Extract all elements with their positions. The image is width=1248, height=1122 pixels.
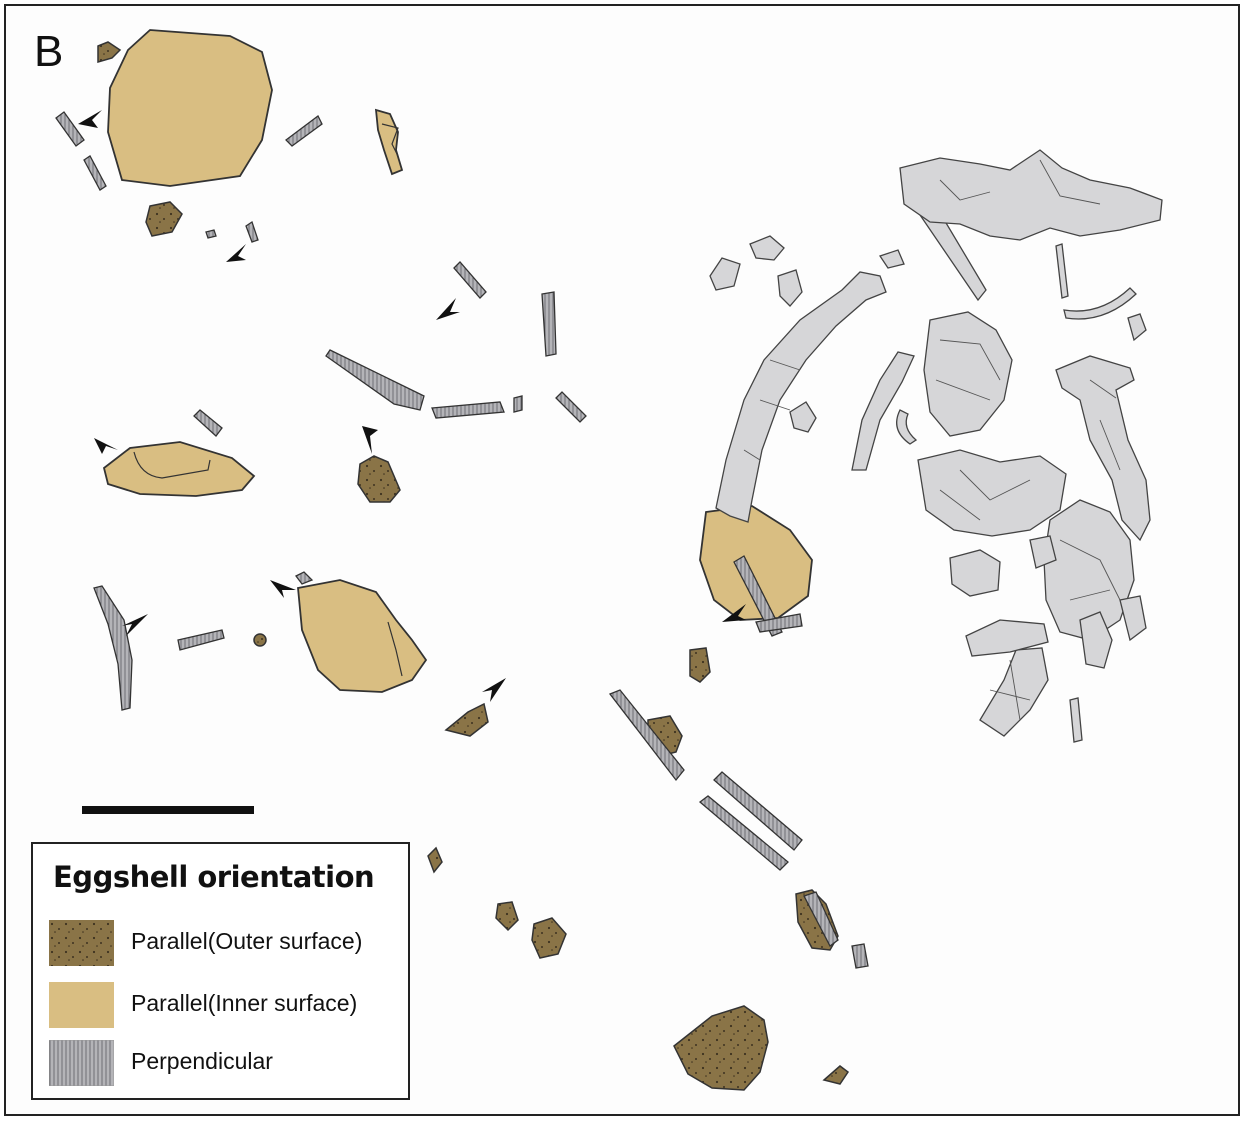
frag-b3 xyxy=(777,269,803,307)
frag-b10 xyxy=(1029,535,1057,569)
inner-fragment-small-top xyxy=(374,108,404,176)
perp-4 xyxy=(205,229,217,239)
vertebral-mass-1 xyxy=(923,311,1013,437)
frag-b8 xyxy=(1079,611,1113,669)
vertebral-mass-2 xyxy=(917,449,1067,537)
arrowhead-5 xyxy=(362,426,378,454)
inner-surface-swatch xyxy=(49,982,114,1028)
outer-fragment-8 xyxy=(427,846,443,874)
scale-bar xyxy=(82,806,254,814)
perp-12 xyxy=(193,409,223,437)
perp-16 xyxy=(608,689,685,782)
legend: Eggshell orientation Parallel(Outer surf… xyxy=(31,842,410,1100)
foot-block xyxy=(965,619,1049,657)
panel-label: B xyxy=(34,27,64,76)
frag-b9 xyxy=(1119,595,1147,642)
outer-fragment-13 xyxy=(822,1065,850,1085)
perp-8 xyxy=(325,349,425,411)
perp-3 xyxy=(285,115,323,147)
arrowhead-7 xyxy=(122,614,148,636)
perp-7 xyxy=(541,291,557,357)
skeleton xyxy=(709,149,1163,743)
outer-fragment-12 xyxy=(673,1005,769,1091)
outer-fragment-3 xyxy=(357,455,401,503)
skeleton-detail-lines xyxy=(743,159,1121,721)
arrowhead-4 xyxy=(94,438,118,454)
inner-surface-fragments xyxy=(102,29,813,693)
perp-11 xyxy=(555,391,587,423)
outer-surface-fragments xyxy=(97,41,850,1091)
frag-b1 xyxy=(709,257,741,291)
outer-fragment-9 xyxy=(495,901,519,932)
legend-item-outer-surface: Parallel(Outer surface) xyxy=(49,920,399,966)
perp-10 xyxy=(513,395,523,413)
arrowhead-3 xyxy=(436,298,460,320)
inner-fragment-large xyxy=(107,29,273,187)
legend-title: Eggshell orientation xyxy=(53,860,375,894)
perp-22 xyxy=(851,943,869,969)
perp-9 xyxy=(431,401,505,419)
outer-fragment-1 xyxy=(97,41,122,63)
perp-17 xyxy=(713,771,803,851)
legend-label-inner-surface: Parallel(Inner surface) xyxy=(131,990,358,1016)
outer-surface-swatch xyxy=(49,920,114,966)
humerus-bone xyxy=(715,271,887,523)
frag-b2 xyxy=(749,235,785,261)
frag-b7 xyxy=(1127,313,1147,342)
skull-block xyxy=(899,149,1163,241)
toe-bone xyxy=(1069,697,1083,743)
perp-20 xyxy=(755,613,803,633)
outer-fragment-2 xyxy=(145,201,183,237)
inner-fragment-right xyxy=(699,505,813,621)
perp-18 xyxy=(698,795,789,871)
frag-b4 xyxy=(789,401,817,433)
frag-b6 xyxy=(949,549,1001,597)
outer-fragment-10 xyxy=(531,917,567,959)
arrowhead-6 xyxy=(270,580,296,598)
arrowhead-8 xyxy=(482,678,506,702)
perp-6 xyxy=(453,261,487,299)
frag-b11 xyxy=(896,409,918,445)
arrowhead-9 xyxy=(722,604,746,622)
legend-item-inner-surface: Parallel(Inner surface) xyxy=(49,982,399,1028)
rib-1 xyxy=(1063,287,1137,320)
perp-5 xyxy=(245,220,259,243)
perp-1 xyxy=(55,111,85,147)
arrowhead-2 xyxy=(226,244,246,262)
rib-2 xyxy=(1055,243,1069,299)
inner-detail-lines xyxy=(133,123,403,677)
legend-label-perpendicular: Perpendicular xyxy=(131,1048,273,1074)
outer-fragment-6 xyxy=(689,647,711,683)
radius-bone xyxy=(851,351,915,471)
perpendicular-fragments xyxy=(55,111,869,969)
perp-13 xyxy=(93,585,133,711)
perp-2 xyxy=(83,155,107,191)
perp-14 xyxy=(177,629,225,651)
legend-item-perpendicular: Perpendicular xyxy=(49,1040,399,1086)
arrowhead-1 xyxy=(78,110,102,128)
perpendicular-swatch xyxy=(49,1040,114,1086)
pelvis-block xyxy=(1043,499,1135,641)
perp-21 xyxy=(803,891,839,947)
femur-bone xyxy=(1055,355,1151,542)
outer-fragment-5 xyxy=(444,702,489,737)
outer-fragment-4 xyxy=(253,633,267,647)
arrowheads xyxy=(78,110,746,702)
frag-b5 xyxy=(878,249,905,269)
perp-15 xyxy=(295,571,314,585)
inner-fragment-oval xyxy=(102,441,256,497)
tibia-bone xyxy=(979,647,1049,737)
inner-fragment-middle xyxy=(297,579,428,693)
perp-19 xyxy=(733,555,783,637)
legend-label-outer-surface: Parallel(Outer surface) xyxy=(131,928,363,954)
